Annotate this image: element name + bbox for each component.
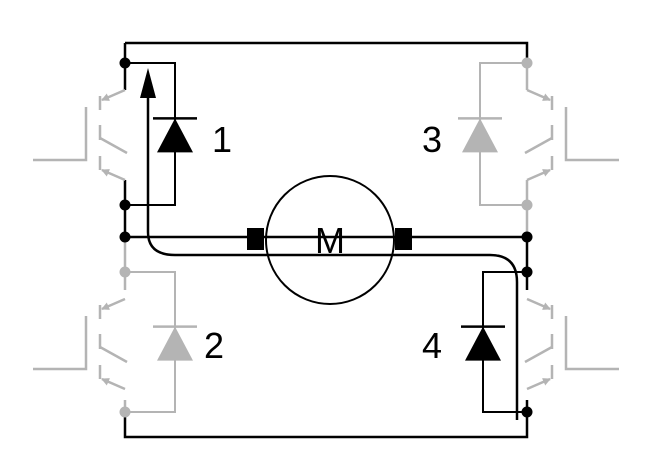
switch-label-4: 4 [422, 325, 442, 366]
diode-triangle-icon [465, 326, 501, 361]
motor-terminal-left [247, 228, 264, 250]
switch-label-2: 2 [204, 325, 224, 366]
junction-dot [521, 266, 533, 278]
current-arrow-icon [140, 68, 156, 98]
transistors [33, 88, 619, 391]
diode-triangle-icon [462, 118, 498, 153]
switch-label-3: 3 [422, 119, 442, 160]
junction-dot [521, 57, 533, 69]
transistor-3 [524, 88, 619, 182]
diode-2 [125, 271, 197, 413]
current-path [146, 95, 519, 420]
junction-dot [521, 199, 533, 211]
transistor-1 [33, 88, 128, 182]
diode-4 [461, 271, 527, 413]
junction-dot [119, 406, 131, 418]
junction-dot [119, 199, 131, 211]
transistor-2 [33, 297, 128, 391]
junction-dot [521, 406, 533, 418]
diodes [125, 62, 527, 413]
motor-terminal-right [395, 228, 412, 250]
junction-dot [119, 266, 131, 278]
junction-dots [119, 57, 533, 418]
motor-label: M [315, 220, 345, 261]
top-rail [125, 41, 529, 63]
diode-triangle-icon [157, 326, 193, 361]
diode-triangle-icon [157, 118, 193, 153]
motor-circle [265, 175, 395, 305]
transistor-4 [524, 297, 619, 391]
junction-dot [521, 231, 533, 243]
junction-dot [119, 231, 131, 243]
diode-1 [125, 62, 197, 206]
diode-3 [458, 62, 527, 206]
switch-label-1: 1 [212, 119, 232, 160]
junction-dot [119, 57, 131, 69]
